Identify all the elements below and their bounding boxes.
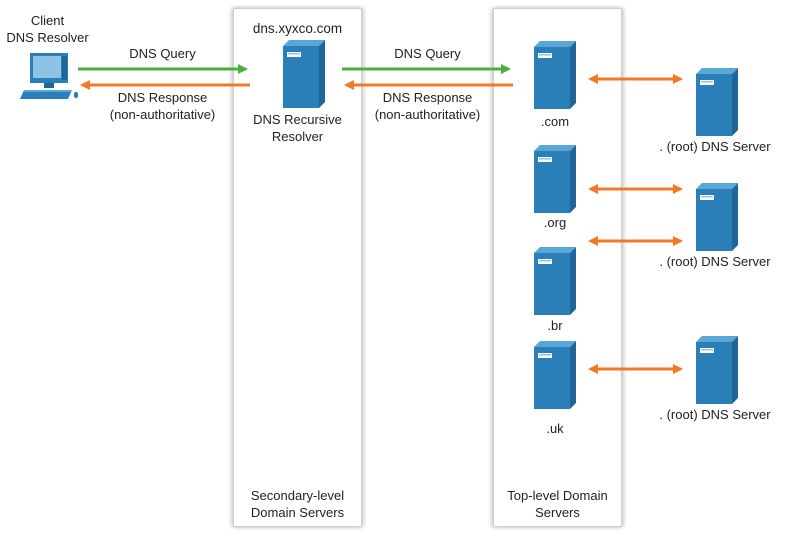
tld-org-server-icon [530,145,580,222]
tld-label-org: .org [543,215,567,230]
client-subtitle: DNS Resolver [6,30,89,45]
response-label-2: DNS Response (non-authoritative) [374,90,481,122]
tld-label-com: .com [540,114,570,129]
response-label-1: DNS Response (non-authoritative) [109,90,216,122]
tld-com-server-icon [530,41,580,118]
secondary-panel-label: Secondary-level Domain Servers [250,488,345,520]
root-label-1: . (root) DNS Server [659,139,771,154]
client-title: Client [30,13,65,28]
root-server-3-icon [692,336,742,413]
tld-uk-server-icon [530,341,580,418]
recursive-host: dns.xyxco.com [252,21,343,36]
query-label-2: DNS Query [394,46,461,61]
root-server-2-icon [692,183,742,260]
query-label-1: DNS Query [129,46,196,61]
root-label-2: . (root) DNS Server [659,254,771,269]
tld-label-uk: .uk [546,421,564,436]
root-label-3: . (root) DNS Server [659,407,771,422]
recursive-server-icon [279,40,329,117]
toplevel-panel-label: Top-level Domain Servers [507,488,608,520]
client-computer-icon [20,53,78,99]
tld-br-server-icon [530,247,580,324]
recursive-name: DNS Recursive Resolver [253,112,342,144]
tld-label-br: .br [547,318,563,333]
root-server-1-icon [692,68,742,145]
